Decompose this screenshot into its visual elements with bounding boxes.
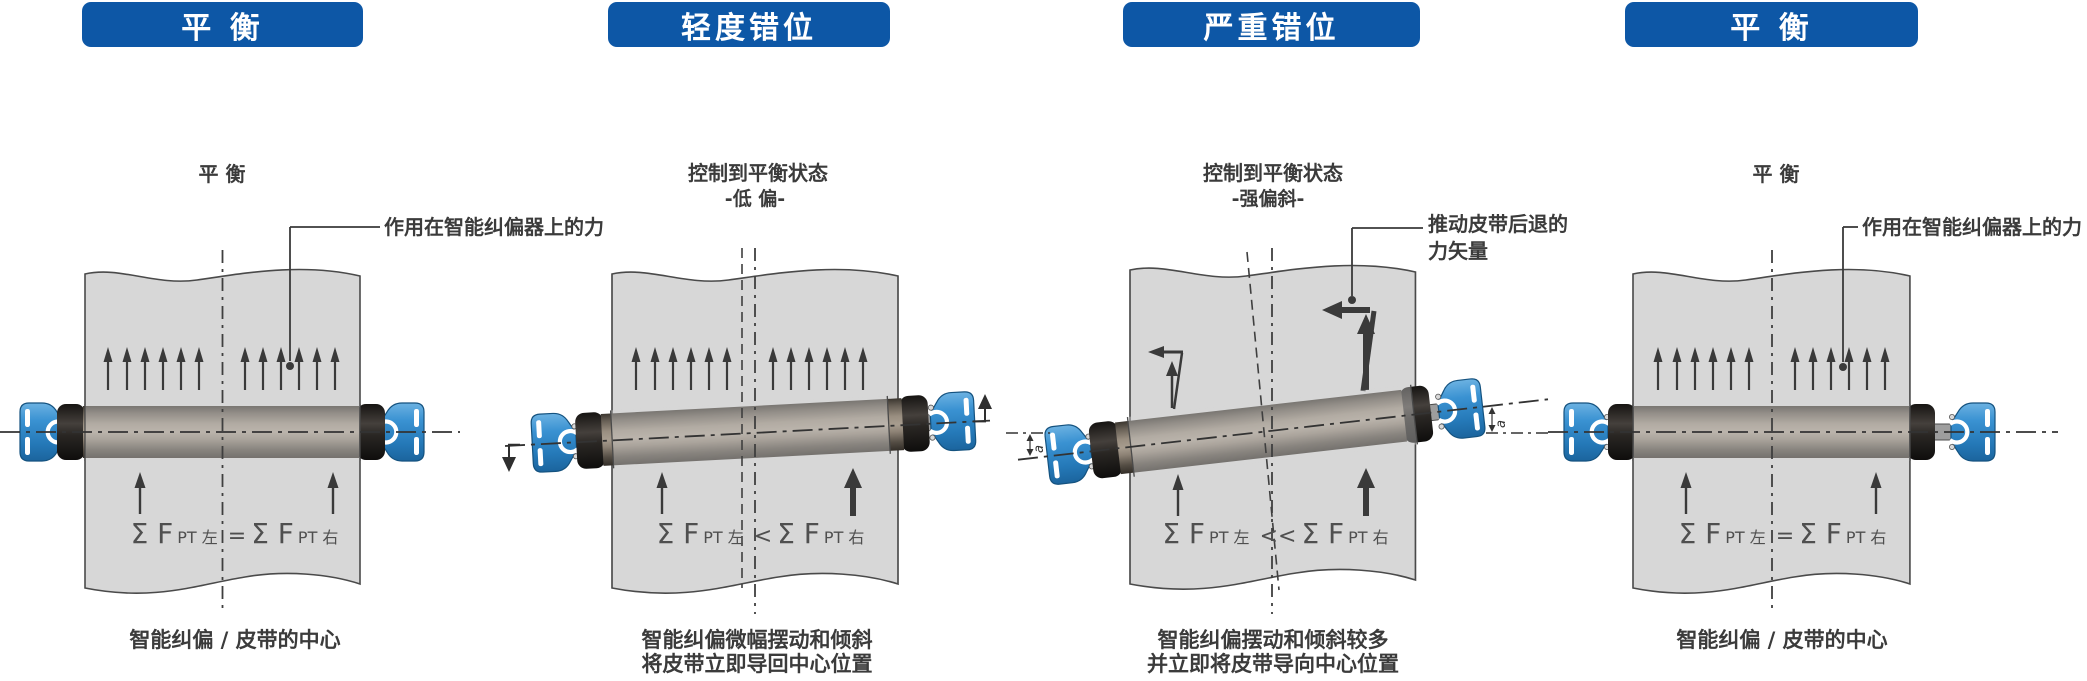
subscript-right: PT 右 <box>297 528 339 547</box>
panel-1-diagram <box>0 226 460 614</box>
dimension-a-label: a <box>1032 445 1047 453</box>
sum-symbol: Σ F <box>777 517 820 550</box>
equation-operator: < <box>753 524 773 549</box>
dimension-a-label: a <box>1494 420 1509 428</box>
roller-body <box>600 398 905 466</box>
subscript-left: PT 左 <box>703 528 744 547</box>
restoring-force-vector-small <box>1148 346 1184 410</box>
panel-3-diagram: a a <box>1006 227 1550 614</box>
panel-2-title: 控制到平衡状态 <box>688 161 828 185</box>
panel-header-severe-misalignment: 严重错位 <box>1123 2 1420 47</box>
roller-cap-left <box>575 412 606 469</box>
panel-4-title: 平 衡 <box>1752 162 1800 186</box>
belt-center-line-skewed <box>1246 251 1280 591</box>
sum-symbol: Σ F <box>1799 517 1842 550</box>
panel-3-caption: 智能纠偏摆动和倾斜较多 并立即将皮带导向中心位置 <box>1147 628 1399 676</box>
subscript-right: PT 右 <box>1845 528 1887 547</box>
force-annotation-leader <box>1348 227 1423 304</box>
subscript-right: PT 右 <box>823 528 865 547</box>
panel-3-force-annotation-line1: 推动皮带后退的 <box>1428 212 1568 236</box>
sum-symbol: Σ F <box>1678 517 1722 550</box>
adjust-arrow-right-up <box>973 394 992 423</box>
roller-axis-line <box>504 419 991 447</box>
panel-1-title: 平 衡 <box>198 162 246 186</box>
panel-3-title: 控制到平衡状态 <box>1203 161 1343 185</box>
panel-2-caption-line1: 智能纠偏微幅摆动和倾斜 <box>641 628 873 652</box>
panel-header-slight-misalignment: 轻度错位 <box>608 2 890 47</box>
roller-assembly-tilted <box>531 391 976 472</box>
force-annotation-leader <box>286 226 380 370</box>
force-point-dot <box>1839 363 1847 371</box>
panel-3-force-annotation: 推动皮带后退的 力矢量 <box>1428 211 1568 265</box>
sum-symbol: Σ F <box>656 517 700 550</box>
panel-4-caption: 智能纠偏 / 皮带的中心 <box>1676 628 1888 652</box>
subscript-left: PT 左 <box>1209 528 1250 547</box>
panel-2-diagram <box>502 248 992 614</box>
equation-operator: << <box>1259 524 1297 549</box>
panel-4-force-annotation: 作用在智能纠偏器上的力 <box>1862 215 2082 239</box>
subscript-left: PT 左 <box>1725 528 1766 547</box>
force-point-dot <box>1348 296 1356 304</box>
force-annotation-leader <box>1839 226 1858 371</box>
sum-symbol: Σ F <box>251 517 294 550</box>
panel-3-caption-line1: 智能纠偏摆动和倾斜较多 <box>1157 628 1389 652</box>
subscript-left: PT 左 <box>177 528 218 547</box>
offset-dimension-right: a <box>1488 407 1509 432</box>
roller-axis-line <box>1017 398 1549 461</box>
equation-operator: = <box>1775 524 1795 549</box>
restoring-force-vector-large <box>1322 301 1377 392</box>
sum-symbol: Σ F <box>130 517 174 550</box>
panel-2-caption-line2: 将皮带立即导回中心位置 <box>641 652 873 676</box>
adjust-arrow-left-down <box>502 443 520 472</box>
panel-1-force-annotation: 作用在智能纠偏器上的力 <box>384 215 604 239</box>
sum-symbol: Σ F <box>1301 517 1345 550</box>
panel-header-balance-1: 平 衡 <box>82 2 363 47</box>
panel-4-diagram <box>1548 226 2058 614</box>
panel-2-caption: 智能纠偏微幅摆动和倾斜 将皮带立即导回中心位置 <box>642 628 873 676</box>
panel-3-force-annotation-line2: 力矢量 <box>1428 239 1488 263</box>
sum-symbol: Σ F <box>1162 517 1206 550</box>
panel-3-caption-line2: 并立即将皮带导向中心位置 <box>1147 652 1399 676</box>
roller-cap-right <box>899 395 930 452</box>
force-point-dot <box>286 362 294 370</box>
panel-1-caption: 智能纠偏 / 皮带的中心 <box>129 628 341 652</box>
equation-operator: = <box>227 524 247 549</box>
panel-header-balance-2: 平 衡 <box>1625 2 1918 47</box>
roller-cap-left <box>57 404 85 460</box>
panel-2-subtitle: -低 偏- <box>724 188 786 210</box>
offset-dimension-left: a <box>1026 434 1047 456</box>
panel-3-subtitle: -强偏斜- <box>1231 188 1305 210</box>
subscript-right: PT 右 <box>1348 528 1389 547</box>
